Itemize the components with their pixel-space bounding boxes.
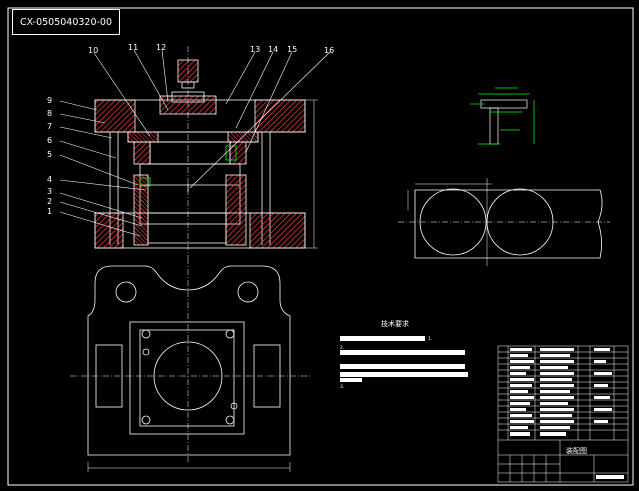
callout-4: 4 xyxy=(47,175,52,184)
callout-16: 16 xyxy=(324,46,334,55)
section-view xyxy=(94,46,318,258)
callout-13: 13 xyxy=(250,45,260,54)
parts-list xyxy=(497,345,629,483)
callout-11: 11 xyxy=(128,43,138,52)
frame-border xyxy=(7,7,634,486)
tech-requirements: 技术要求 1. 2. 3. xyxy=(340,319,468,390)
callout-14: 14 xyxy=(268,45,278,54)
strip-layout xyxy=(398,178,610,266)
callout-8: 8 xyxy=(47,109,52,118)
callout-5: 5 xyxy=(47,150,52,159)
callout-1: 1 xyxy=(47,207,52,216)
detail-view xyxy=(470,87,535,145)
callout-2: 2 xyxy=(47,197,52,206)
callout-12: 12 xyxy=(156,43,166,52)
callout-7: 7 xyxy=(47,122,52,131)
parts-list-fills xyxy=(510,348,624,479)
tech-line-3: 3. xyxy=(340,384,344,390)
callout-6: 6 xyxy=(47,136,52,145)
tech-line-2: 2. xyxy=(340,345,344,351)
tech-line-1: 1. xyxy=(428,336,432,342)
title-block-name: 装配图 xyxy=(566,446,587,455)
drawing-number-box: CX-0505040320-00 xyxy=(12,9,120,35)
callout-10: 10 xyxy=(88,46,98,55)
callout-leaders xyxy=(59,49,331,237)
callouts: 1 2 3 4 5 6 7 8 9 10 11 12 13 14 15 16 xyxy=(47,43,334,216)
tech-heading: 技术要求 xyxy=(381,319,409,328)
callout-15: 15 xyxy=(287,45,297,54)
callout-9: 9 xyxy=(47,96,52,105)
drawing-number: CX-0505040320-00 xyxy=(19,16,113,28)
callout-3: 3 xyxy=(47,187,52,196)
plan-view xyxy=(70,258,310,472)
